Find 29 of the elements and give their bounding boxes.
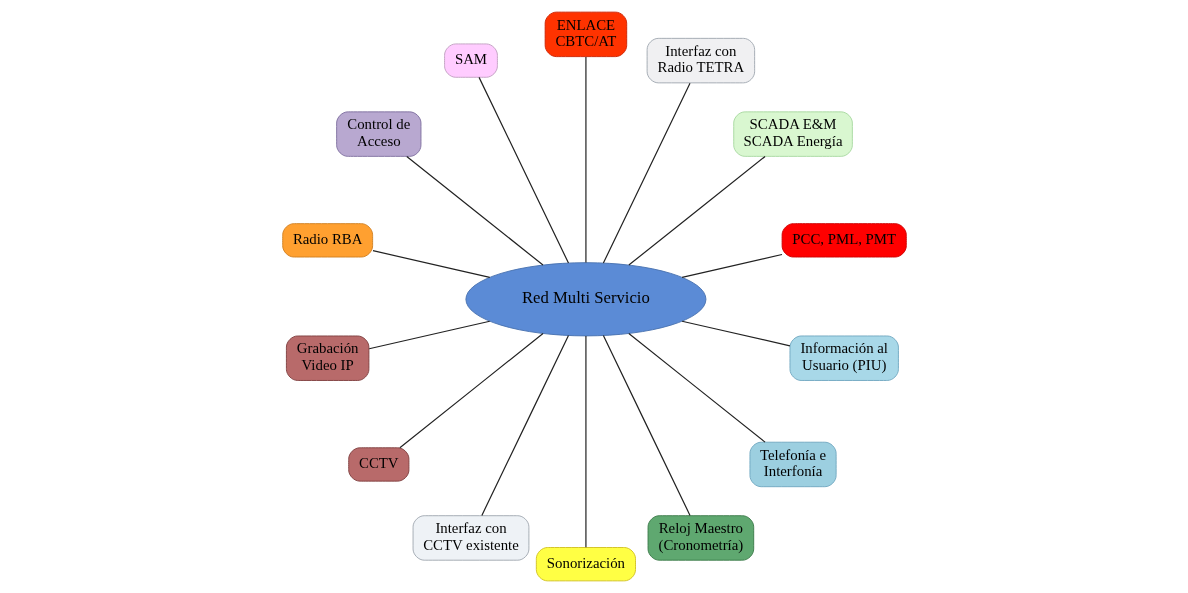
- node-box: CCTV: [347, 447, 409, 482]
- node-box: Reloj Maestro (Cronometría): [647, 515, 754, 561]
- connector: [480, 334, 569, 516]
- connector: [398, 332, 544, 449]
- node-box: SAM: [443, 43, 498, 78]
- node-box: Interfaz con CCTV existente: [412, 515, 529, 561]
- node-box: Telefonía e Interfonía: [748, 441, 837, 488]
- node-box: Grabación Video IP: [285, 335, 369, 381]
- connector: [681, 320, 791, 347]
- connector: [584, 56, 586, 264]
- connector: [368, 320, 490, 350]
- connector: [477, 76, 569, 264]
- connector: [627, 155, 766, 266]
- node-box: ENLACE CBTC/AT: [544, 11, 627, 58]
- node-box: Radio RBA: [281, 223, 373, 258]
- connector: [405, 155, 544, 266]
- connector: [681, 253, 783, 278]
- node-box: PCC, PML, PMT: [781, 223, 907, 258]
- node-box: Sonorización: [535, 547, 636, 582]
- node-box: Control de Acceso: [335, 111, 421, 157]
- connector: [602, 334, 691, 516]
- node-box: SCADA E&M SCADA Energía: [732, 111, 853, 157]
- connector: [602, 82, 691, 264]
- node-ellipse: Red Multi Servicio: [464, 262, 706, 337]
- node-box: Información al Usuario (PIU): [789, 335, 899, 381]
- connector: [371, 250, 490, 278]
- connector: [627, 332, 766, 443]
- node-box: Interfaz con Radio TETRA: [646, 37, 755, 84]
- connector: [584, 335, 586, 548]
